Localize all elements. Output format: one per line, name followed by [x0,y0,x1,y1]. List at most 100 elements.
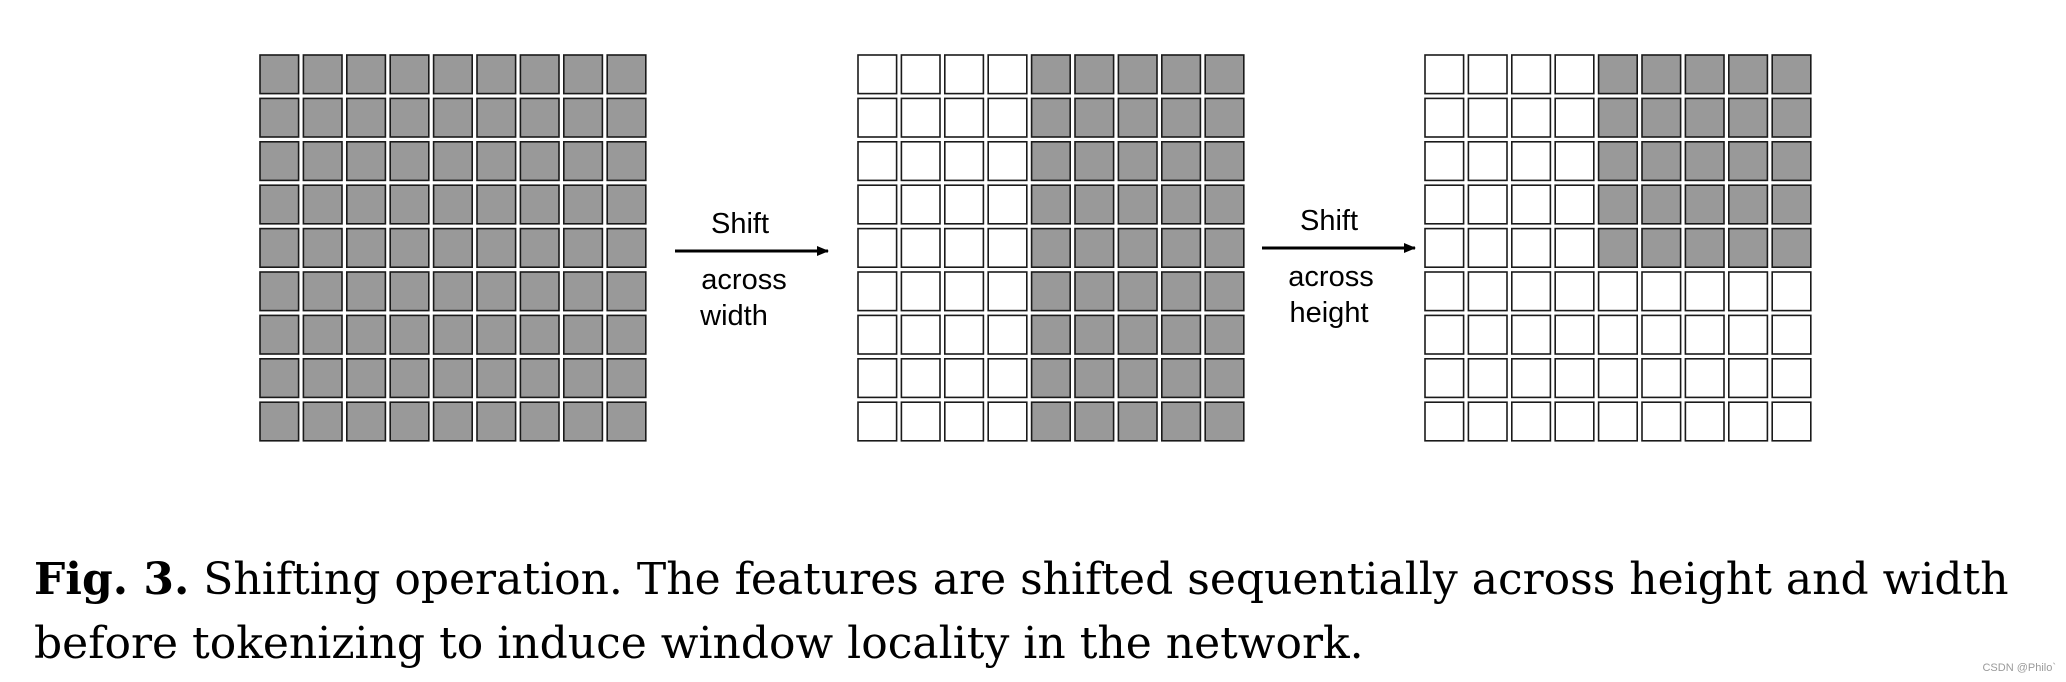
empty-cell [1511,184,1552,225]
filled-cell [302,184,343,225]
filled-cell [1684,141,1725,182]
empty-cell [857,227,898,269]
filled-cell [1204,271,1245,312]
filled-cell [476,314,517,355]
filled-cell [1117,227,1158,269]
filled-cell [345,54,387,95]
filled-cell [1161,227,1202,269]
filled-cell [476,141,517,182]
filled-cell [432,97,474,138]
empty-cell [900,314,941,355]
filled-cell [519,314,560,355]
filled-cell [302,314,343,355]
filled-cell [1684,97,1725,138]
empty-cell [1684,401,1725,442]
empty-cell [1467,54,1508,95]
filled-cell [345,401,387,442]
filled-cell [1204,184,1245,225]
filled-cell [389,54,430,95]
empty-cell [857,271,898,312]
empty-cell [943,401,985,442]
empty-cell [1771,271,1812,312]
filled-cell [606,314,647,355]
empty-cell [987,184,1028,225]
filled-cell [562,227,604,269]
empty-cell [987,97,1028,138]
filled-cell [1204,227,1245,269]
filled-cell [1204,54,1245,95]
filled-cell [476,54,517,95]
filled-cell [389,271,430,312]
filled-cell [345,357,387,399]
empty-cell [987,271,1028,312]
filled-cell [1030,401,1071,442]
empty-cell [1424,54,1465,95]
empty-cell [1554,97,1595,138]
filled-cell [1684,184,1725,225]
empty-cell [987,401,1028,442]
empty-cell [943,227,985,269]
empty-cell [900,54,941,95]
filled-cell [259,184,300,225]
filled-cell [1161,141,1202,182]
filled-cell [562,314,604,355]
empty-cell [1424,401,1465,442]
filled-cell [1117,271,1158,312]
filled-cell [1771,141,1812,182]
filled-cell [1771,227,1812,269]
empty-cell [1511,314,1552,355]
filled-cell [1074,314,1115,355]
filled-cell [1074,357,1115,399]
empty-cell [1467,97,1508,138]
filled-cell [389,314,430,355]
filled-cell [1597,227,1638,269]
filled-cell [389,141,430,182]
filled-cell [302,97,343,138]
filled-cell [432,227,474,269]
across-width-label-line1: across [701,264,786,296]
filled-cell [1161,314,1202,355]
empty-cell [1424,357,1465,399]
empty-cell [1467,357,1508,399]
shift-height-grid [1424,54,1812,442]
filled-cell [519,227,560,269]
filled-cell [1204,401,1245,442]
empty-cell [943,141,985,182]
filled-cell [1117,97,1158,138]
filled-cell [519,357,560,399]
filled-cell [476,271,517,312]
empty-cell [1684,314,1725,355]
shift-width-label: Shift [711,208,769,240]
empty-cell [1424,271,1465,312]
empty-cell [1554,141,1595,182]
empty-cell [1511,141,1552,182]
filled-cell [1117,54,1158,95]
empty-cell [1467,141,1508,182]
empty-cell [1771,357,1812,399]
filled-cell [1030,141,1071,182]
filled-cell [302,227,343,269]
filled-cell [1597,184,1638,225]
filled-cell [1728,97,1769,138]
empty-cell [1511,54,1552,95]
filled-cell [432,54,474,95]
filled-cell [1074,54,1115,95]
filled-cell [519,271,560,312]
filled-cell [302,401,343,442]
empty-cell [1467,184,1508,225]
empty-cell [1641,271,1682,312]
empty-cell [943,184,985,225]
filled-cell [606,184,647,225]
filled-cell [1030,97,1071,138]
empty-cell [1467,227,1508,269]
filled-cell [345,97,387,138]
empty-cell [900,401,941,442]
filled-cell [345,184,387,225]
empty-cell [1641,314,1682,355]
filled-cell [1161,357,1202,399]
empty-cell [1554,54,1595,95]
filled-cell [259,271,300,312]
filled-cell [1117,184,1158,225]
filled-cell [259,97,300,138]
empty-cell [1641,401,1682,442]
